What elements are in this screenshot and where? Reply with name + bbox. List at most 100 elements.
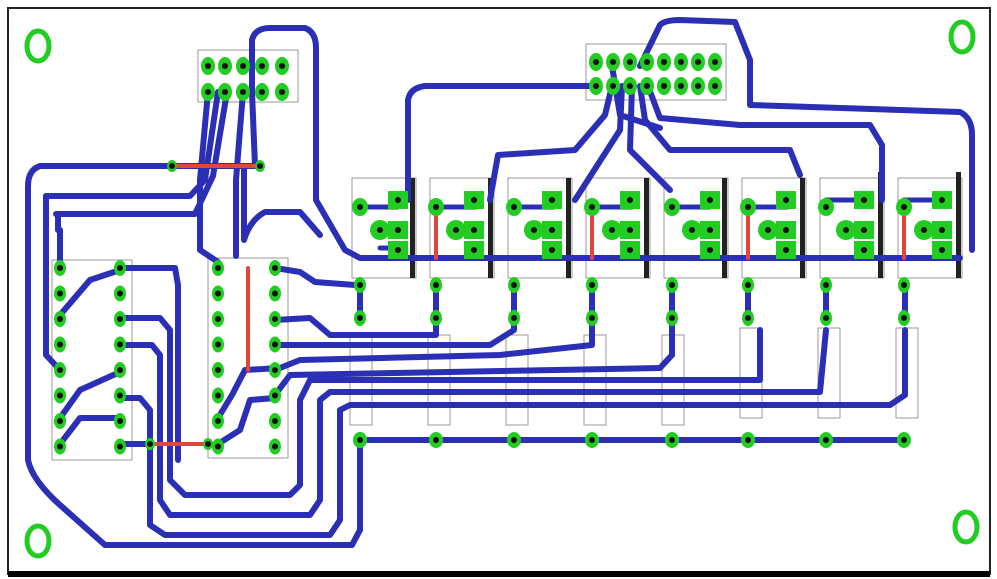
header-left-pin bbox=[275, 83, 289, 101]
relay-ring-pad bbox=[682, 220, 702, 240]
jumper-pad bbox=[255, 160, 265, 172]
header-right-pin bbox=[674, 77, 688, 95]
ic-right-pin bbox=[212, 362, 224, 378]
ic-left-pin bbox=[54, 336, 66, 353]
header-left-pin bbox=[255, 83, 269, 101]
relay-pad bbox=[388, 191, 408, 209]
resistor-bottom-pad bbox=[586, 310, 598, 326]
header-left-pin bbox=[218, 57, 232, 75]
relay-pad bbox=[464, 241, 484, 259]
relay-coil-pad bbox=[428, 198, 444, 216]
ic-right-pin bbox=[212, 260, 224, 276]
resistor-bottom-pad bbox=[354, 310, 366, 326]
ic-left-pin bbox=[114, 285, 126, 302]
relay-pad bbox=[620, 241, 640, 259]
relay-pad bbox=[620, 221, 640, 239]
header-right-pin bbox=[623, 53, 637, 71]
header-right-pin bbox=[589, 53, 603, 71]
bus-pad bbox=[741, 432, 755, 448]
relay-pad bbox=[776, 191, 796, 209]
ic-left-pin bbox=[54, 438, 66, 455]
ic-left-pin bbox=[114, 438, 126, 455]
resistor-bottom-pad bbox=[820, 310, 832, 326]
board-border bbox=[7, 7, 991, 575]
header-right-pin bbox=[691, 53, 705, 71]
relay-pad bbox=[776, 221, 796, 239]
resistor-top-pad bbox=[820, 277, 832, 293]
header-right-pin bbox=[657, 53, 671, 71]
relay-ring-pad bbox=[524, 220, 544, 240]
bus-pad bbox=[353, 432, 367, 448]
header-left-pin bbox=[275, 57, 289, 75]
bus-pad bbox=[429, 432, 443, 448]
relay-pad bbox=[854, 241, 874, 259]
ic-left-pin bbox=[54, 362, 66, 378]
resistor-top-pad bbox=[354, 277, 366, 293]
resistor-bottom-pad bbox=[508, 310, 520, 326]
ic-left-pin bbox=[114, 362, 126, 378]
relay-coil-pad bbox=[584, 198, 600, 216]
resistor-top-pad bbox=[742, 277, 754, 293]
relay-pad bbox=[620, 191, 640, 209]
header-right-pin bbox=[708, 53, 722, 71]
ic-left-pin bbox=[114, 311, 126, 327]
resistor-bottom-pad bbox=[430, 310, 442, 326]
mounting-hole-top-right bbox=[948, 19, 976, 55]
relay-coil-pad bbox=[506, 198, 522, 216]
ic-right-pin bbox=[269, 311, 281, 327]
relay-pad bbox=[388, 241, 408, 259]
ic-right-pin bbox=[269, 362, 281, 378]
ic-right-pin bbox=[212, 387, 224, 404]
resistor-top-pad bbox=[508, 277, 520, 293]
mounting-hole-bottom-left bbox=[24, 523, 52, 559]
ic-left-pin bbox=[114, 387, 126, 404]
ic-left-pin bbox=[114, 336, 126, 353]
resistor-bottom-pad bbox=[742, 310, 754, 326]
resistor-top-pad bbox=[666, 277, 678, 293]
header-right-pin bbox=[640, 53, 654, 71]
bus-pad bbox=[665, 432, 679, 448]
resistor-top-pad bbox=[898, 277, 910, 293]
ic-left-pin bbox=[54, 285, 66, 302]
header-left-pin bbox=[201, 57, 215, 75]
header-right-pin bbox=[691, 77, 705, 95]
header-right-pin bbox=[606, 77, 620, 95]
header-right-pin bbox=[674, 53, 688, 71]
relay-pad bbox=[932, 241, 952, 259]
bus-pad bbox=[819, 432, 833, 448]
relay-pad bbox=[854, 221, 874, 239]
header-right-pin bbox=[589, 77, 603, 95]
ic-left-pin bbox=[114, 260, 126, 276]
header-right-pin bbox=[708, 77, 722, 95]
jumper-pad bbox=[167, 160, 177, 172]
ic-right-pin bbox=[269, 387, 281, 404]
ic-right-pin bbox=[212, 438, 224, 455]
pads bbox=[54, 53, 952, 455]
relay-pad bbox=[542, 191, 562, 209]
relay-pad bbox=[932, 221, 952, 239]
header-left-pin bbox=[218, 83, 232, 101]
relay-pad bbox=[388, 221, 408, 239]
ic-right-pin bbox=[269, 438, 281, 455]
relay-pad bbox=[700, 221, 720, 239]
ic-left-pin bbox=[54, 413, 66, 429]
mounting-hole-top-left bbox=[24, 28, 52, 64]
bus-pad bbox=[897, 432, 911, 448]
ic-left-pin bbox=[54, 311, 66, 327]
relay-coil-pad bbox=[818, 198, 834, 216]
mounting-hole-bottom-right bbox=[952, 509, 980, 545]
bus-pad bbox=[585, 432, 599, 448]
header-right-pin bbox=[606, 53, 620, 71]
ic-right-pin bbox=[269, 336, 281, 353]
relay-bars bbox=[410, 172, 961, 278]
relay-pad bbox=[464, 191, 484, 209]
relay-pad bbox=[776, 241, 796, 259]
relay-pad bbox=[932, 191, 952, 209]
relay-outlines bbox=[351, 177, 963, 279]
ic-right-pin bbox=[212, 413, 224, 429]
ic-right-pin bbox=[269, 413, 281, 429]
relay-coil-pad bbox=[896, 198, 912, 216]
resistor-top-pad bbox=[586, 277, 598, 293]
jumper-pad bbox=[203, 438, 213, 450]
